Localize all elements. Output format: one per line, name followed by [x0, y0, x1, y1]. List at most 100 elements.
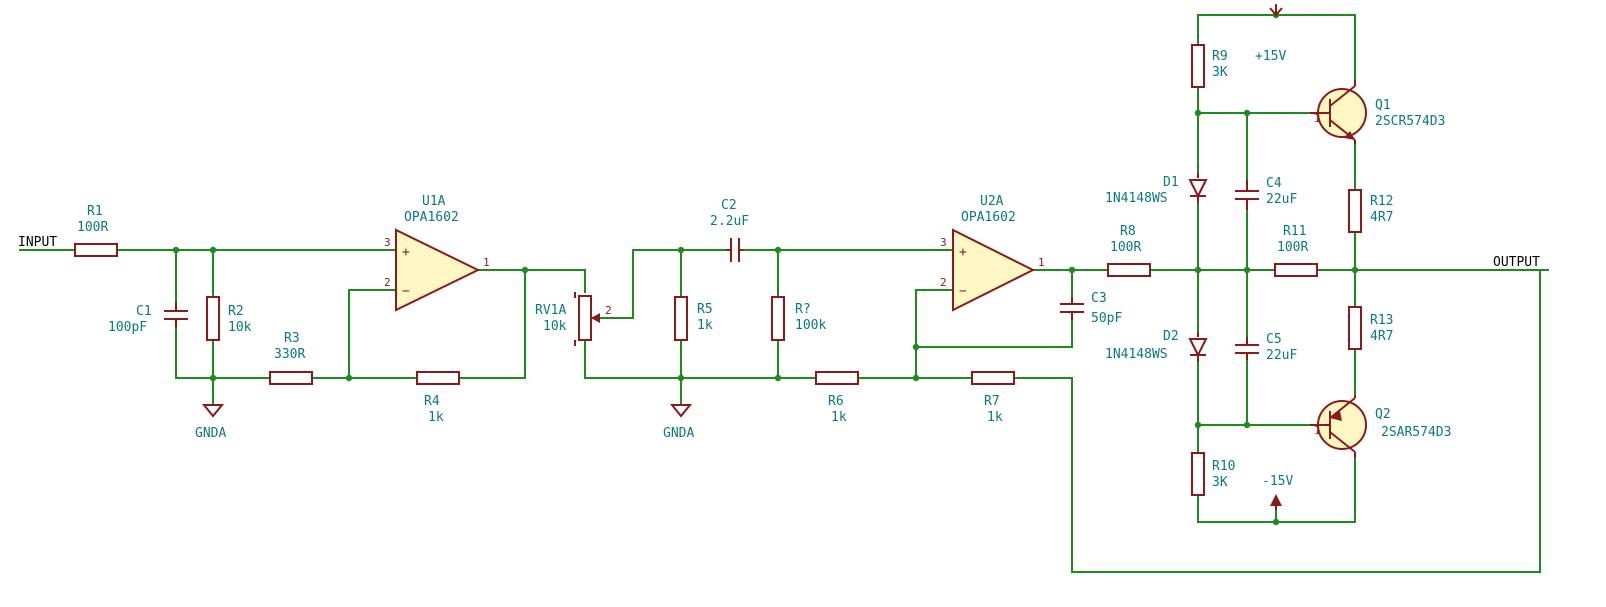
- ref-r7b: R?: [795, 302, 811, 317]
- value-r10: 3K: [1212, 475, 1228, 490]
- ref-r13: R13: [1370, 313, 1393, 328]
- junction-dot: [912, 343, 920, 351]
- resistor-r7[interactable]: [971, 371, 1015, 385]
- gnd-symbol-2: [669, 404, 693, 418]
- opamp-u1a[interactable]: + −: [395, 228, 481, 312]
- junction-dot: [1194, 109, 1202, 117]
- vneg-label: -15V: [1262, 474, 1293, 489]
- junction-dot: [1243, 421, 1251, 429]
- value-u2a: OPA1602: [961, 210, 1016, 225]
- junction-dot: [677, 374, 685, 382]
- junction-dot: [774, 374, 782, 382]
- junction-dot: [209, 246, 217, 254]
- diode-d1[interactable]: [1188, 173, 1208, 203]
- ref-r7: R7: [984, 394, 1000, 409]
- diode-d2[interactable]: [1188, 332, 1208, 362]
- ref-r4: R4: [424, 394, 440, 409]
- pin-sign: +: [959, 245, 967, 260]
- ref-u2a: U2A: [980, 194, 1004, 209]
- value-r12: 4R7: [1370, 210, 1393, 225]
- value-r11: 100R: [1277, 240, 1308, 255]
- capacitor-c1[interactable]: [164, 302, 188, 328]
- value-r13: 4R7: [1370, 329, 1393, 344]
- net-label-output: OUTPUT: [1493, 255, 1540, 270]
- capacitor-c4[interactable]: [1235, 180, 1259, 210]
- value-r7b: 100k: [795, 318, 826, 333]
- ref-q2: Q2: [1375, 407, 1391, 422]
- value-c5: 22uF: [1266, 348, 1297, 363]
- value-q2: 2SAR574D3: [1381, 425, 1451, 440]
- transistor-q2[interactable]: [1310, 395, 1367, 458]
- resistor-r10[interactable]: [1191, 452, 1205, 496]
- junction-dot: [774, 246, 782, 254]
- ref-c4: C4: [1266, 176, 1282, 191]
- junction-dot: [209, 374, 217, 382]
- resistor-r2[interactable]: [206, 296, 220, 341]
- value-r6: 1k: [831, 410, 847, 425]
- resistor-r12[interactable]: [1348, 189, 1362, 233]
- pin-number: 2: [605, 304, 612, 317]
- ref-r1: R1: [87, 204, 103, 219]
- value-u1a: OPA1602: [404, 210, 459, 225]
- junctions: [172, 11, 1359, 526]
- gnda-label: GNDA: [195, 426, 226, 441]
- resistor-r8[interactable]: [1107, 263, 1151, 277]
- value-rv1a: 10k: [543, 319, 567, 334]
- pin-number: 2: [384, 276, 391, 289]
- pin-number: 3: [384, 236, 391, 249]
- ref-c1: C1: [136, 304, 152, 319]
- resistor-r13[interactable]: [1348, 306, 1362, 350]
- junction-dot: [521, 266, 529, 274]
- pin-number: 1: [483, 256, 490, 269]
- value-q1: 2SCR574D3: [1375, 114, 1445, 129]
- junction-dot: [345, 374, 353, 382]
- value-d2: 1N4148WS: [1105, 347, 1168, 362]
- gnda-label: GNDA: [663, 426, 694, 441]
- pin-number: 1: [1314, 424, 1321, 437]
- resistor-r9[interactable]: [1191, 44, 1205, 88]
- value-c4: 22uF: [1266, 192, 1297, 207]
- resistor-r4[interactable]: [416, 371, 460, 385]
- capacitor-c3[interactable]: [1060, 297, 1084, 320]
- ref-c3: C3: [1091, 291, 1107, 306]
- junction-dot: [1243, 266, 1251, 274]
- resistor-r3[interactable]: [269, 371, 313, 385]
- net-label-input: INPUT: [18, 235, 57, 250]
- vpos-arrow: [1269, 5, 1283, 17]
- ref-rv1a: RV1A: [535, 303, 566, 318]
- ref-r3: R3: [284, 331, 300, 346]
- pin-sign: −: [959, 284, 967, 299]
- pin-number: 1: [1038, 256, 1045, 269]
- potentiometer-rv1a[interactable]: [574, 292, 600, 346]
- resistor-r5[interactable]: [674, 296, 688, 341]
- ref-u1a: U1A: [422, 194, 446, 209]
- ref-q1: Q1: [1375, 98, 1391, 113]
- junction-dot: [1068, 266, 1076, 274]
- junction-dot: [1351, 266, 1359, 274]
- resistor-r6[interactable]: [815, 371, 859, 385]
- value-r1: 100R: [77, 220, 108, 235]
- value-r4: 1k: [428, 410, 444, 425]
- vpos-label: +15V: [1255, 49, 1286, 64]
- capacitor-c5[interactable]: [1235, 337, 1259, 360]
- ref-r2: R2: [228, 304, 244, 319]
- ref-r9: R9: [1212, 49, 1228, 64]
- opamp-u2a[interactable]: + −: [952, 228, 1036, 312]
- junction-dot: [677, 246, 685, 254]
- pin-number: 2: [940, 276, 947, 289]
- ref-d2: D2: [1163, 329, 1179, 344]
- junction-dot: [1194, 266, 1202, 274]
- ref-r10: R10: [1212, 459, 1235, 474]
- ref-c2: C2: [721, 198, 737, 213]
- transistor-q1[interactable]: [1310, 80, 1367, 144]
- resistor-r1[interactable]: [74, 243, 118, 257]
- junction-dot: [172, 246, 180, 254]
- value-r3: 330R: [274, 347, 305, 362]
- capacitor-c2[interactable]: [726, 238, 743, 262]
- resistor-r11[interactable]: [1274, 263, 1318, 277]
- resistor-r7b[interactable]: [771, 296, 785, 341]
- ref-d1: D1: [1163, 175, 1179, 190]
- ref-c5: C5: [1266, 332, 1282, 347]
- pin-sign: −: [402, 284, 410, 299]
- pin-number: 3: [940, 236, 947, 249]
